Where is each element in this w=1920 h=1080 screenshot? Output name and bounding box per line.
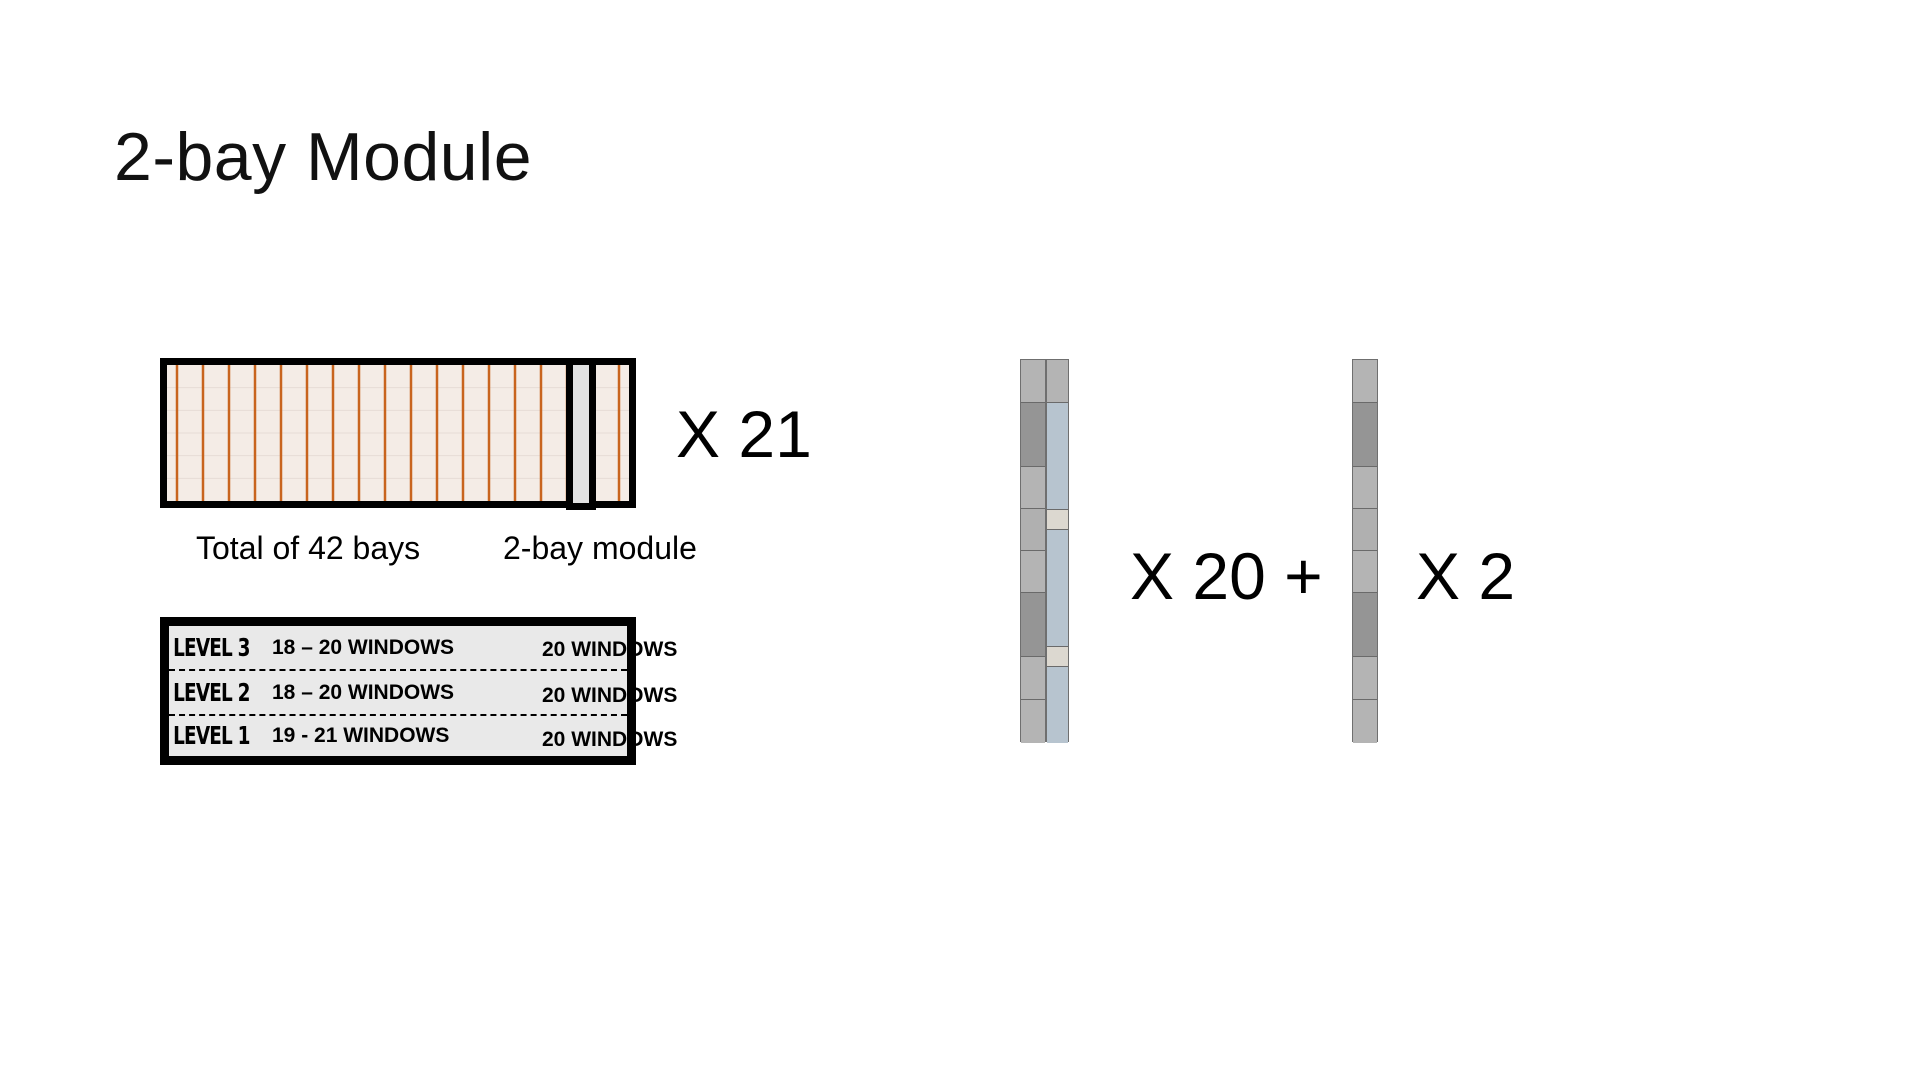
panel-cell: [1353, 657, 1377, 700]
panel-cell: [1021, 509, 1045, 551]
level-window-count: 18 – 20 WINDOWS: [272, 635, 455, 659]
panel-cell: [1021, 593, 1045, 657]
panel-cell: [1353, 403, 1377, 467]
level-row: LEVEL 2 18 – 20 WINDOWS: [169, 671, 627, 716]
module-multiplier-a: X 20 +: [1130, 539, 1323, 613]
level-name: LEVEL 3: [173, 633, 250, 662]
panel-cell: [1047, 647, 1068, 667]
module-windows-label: 20 WINDOWS: [542, 684, 678, 707]
panel-cell: [1021, 360, 1045, 403]
panel-cell: [1021, 700, 1045, 743]
building-bays-diagram: [160, 358, 636, 508]
panel-cell: [1021, 403, 1045, 467]
slide-title: 2-bay Module: [114, 119, 533, 195]
level-name: LEVEL 2: [173, 678, 250, 707]
total-bays-caption: Total of 42 bays: [196, 530, 421, 566]
panel-cell: [1047, 530, 1068, 647]
two-bay-module-diagram: [566, 358, 596, 510]
end-panel-strip: [1352, 359, 1378, 743]
panel-cell: [1353, 509, 1377, 551]
level-row: LEVEL 3 18 – 20 WINDOWS: [169, 626, 627, 671]
module-panel-strip-right: [1046, 359, 1069, 743]
module-multiplier-b: X 2: [1416, 539, 1516, 613]
panel-cell: [1021, 551, 1045, 593]
bay-divider-lines: [167, 365, 629, 501]
level-window-count: 18 – 20 WINDOWS: [272, 680, 455, 704]
panel-cell: [1047, 667, 1068, 743]
module-panel-strip-left: [1020, 359, 1046, 743]
level-window-count: 19 - 21 WINDOWS: [272, 723, 450, 747]
panel-cell: [1353, 551, 1377, 593]
level-name: LEVEL 1: [173, 721, 250, 750]
panel-cell: [1353, 593, 1377, 657]
module-windows-label: 20 WINDOWS: [542, 638, 678, 661]
panel-cell: [1353, 700, 1377, 743]
panel-cell: [1047, 510, 1068, 530]
panel-cell: [1021, 657, 1045, 700]
level-row: LEVEL 1 19 - 21 WINDOWS: [169, 714, 627, 757]
module-caption: 2-bay module: [503, 530, 697, 566]
panel-cell: [1353, 467, 1377, 509]
levels-table: LEVEL 3 18 – 20 WINDOWS LEVEL 2 18 – 20 …: [160, 617, 636, 765]
panel-cell: [1047, 403, 1068, 510]
module-windows-label: 20 WINDOWS: [542, 728, 678, 751]
panel-cell: [1047, 360, 1068, 403]
module-multiplier: X 21: [676, 397, 812, 471]
panel-cell: [1021, 467, 1045, 509]
panel-cell: [1353, 360, 1377, 403]
